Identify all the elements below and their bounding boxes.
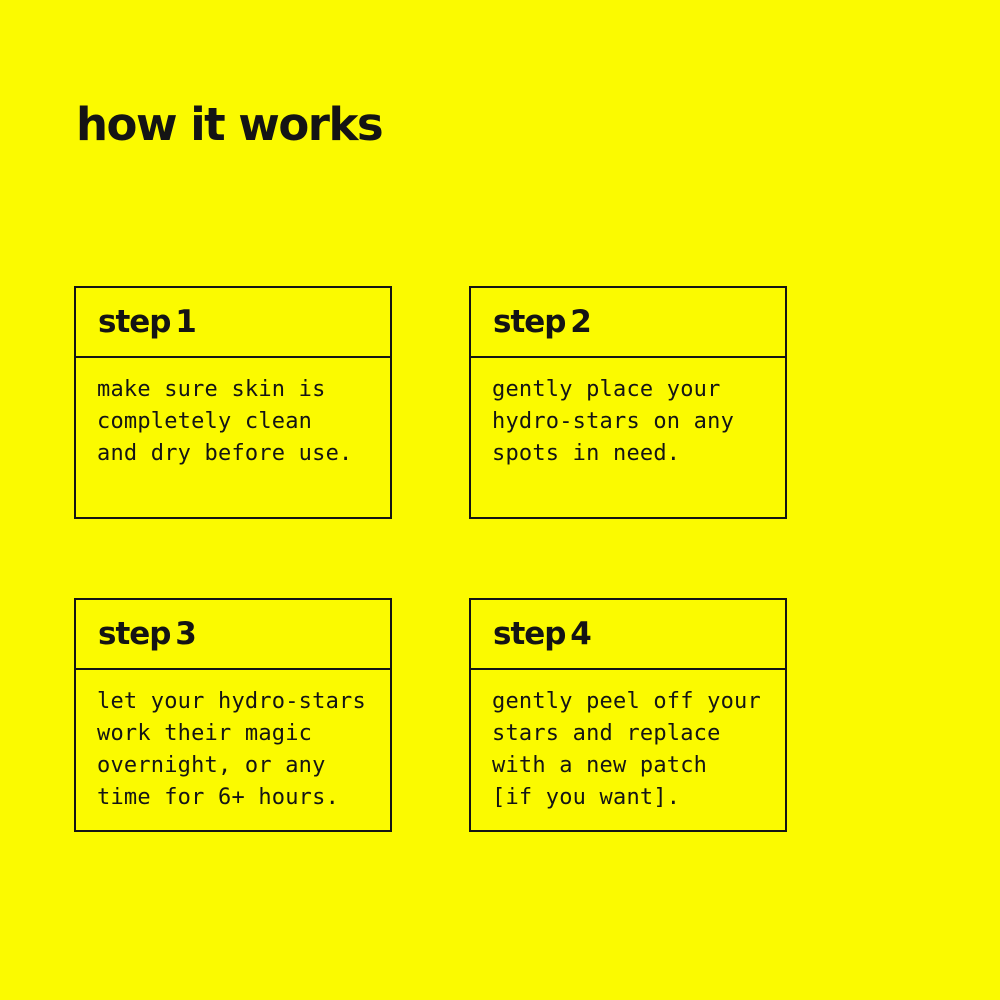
step-2-description: gently place your hydro-stars on any spo…	[492, 377, 735, 466]
step-2-label: step 2	[471, 288, 785, 358]
step-card-1: step 1 make sure skin is completely clea…	[74, 286, 392, 519]
step-card-4: step 4 gently peel off your stars and re…	[469, 598, 787, 832]
step-1-description: make sure skin is completely clean and d…	[97, 377, 353, 466]
step-4-description: gently peel off your stars and replace w…	[492, 689, 761, 810]
page-title: how it works	[76, 98, 384, 151]
step-card-3: step 3 let your hydro-stars work their m…	[74, 598, 392, 832]
step-3-label: step 3	[76, 600, 390, 670]
step-4-label: step 4	[471, 600, 785, 670]
step-1-label: step 1	[76, 288, 390, 358]
step-card-2: step 2 gently place your hydro-stars on …	[469, 286, 787, 519]
step-3-description: let your hydro-stars work their magic ov…	[97, 689, 366, 810]
